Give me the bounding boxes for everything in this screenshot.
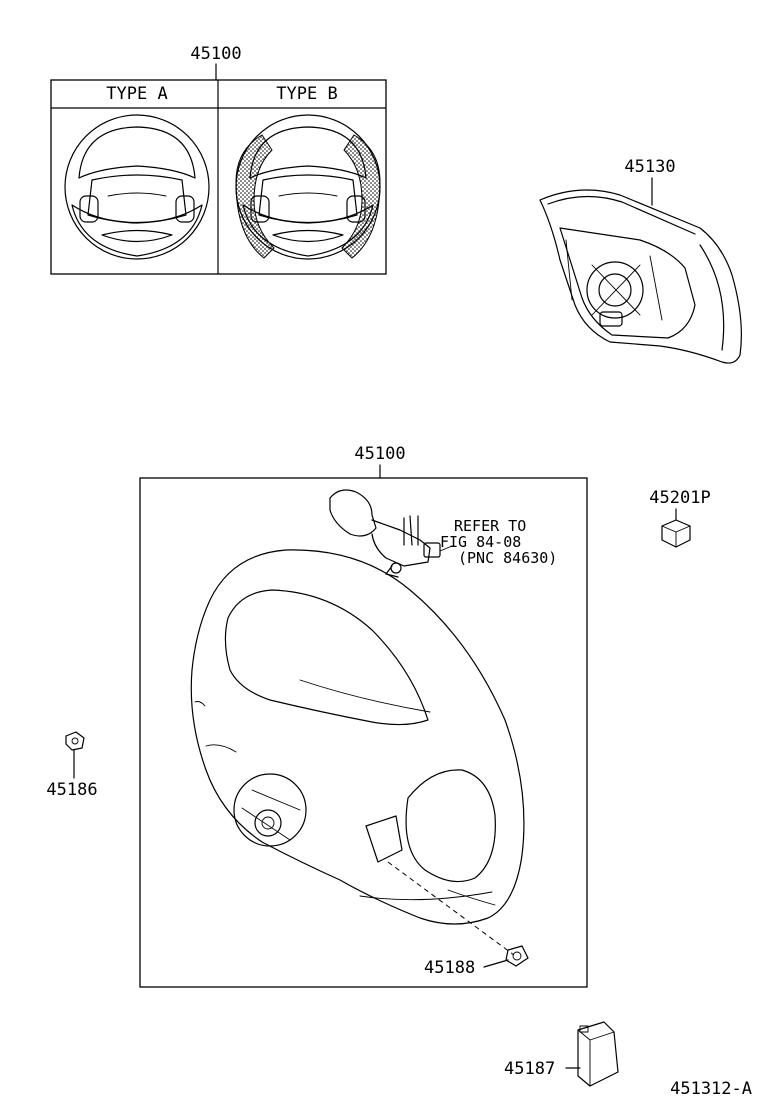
refer-note-line-2: FIG 84-08 [440,533,521,551]
figure-id: 451312-A [670,1079,752,1099]
screw-45188 [505,945,529,967]
refer-note-line-3: (PNC 84630) [458,549,557,567]
steering-switch [329,489,453,578]
steering-wheel [190,549,525,925]
callout-main-assembly: 45100 [354,444,405,464]
callout-left-part: 45186 [46,780,97,800]
screw-guide-line [387,861,515,956]
airbag-pad [539,189,742,364]
part-45186 [65,731,85,751]
leader-screw [483,959,509,968]
callout-cover: 45187 [504,1059,555,1079]
type-b-wheel [235,114,381,260]
type-a-wheel [64,114,210,260]
refer-note-line-1: REFER TO [454,517,526,535]
type-b-header: TYPE B [276,84,337,104]
callout-nut: 45201P [649,488,710,508]
callout-top-assembly: 45100 [190,44,241,64]
main-assembly-frame [139,477,588,988]
nut-45201p [661,519,691,548]
type-a-header: TYPE A [106,84,167,104]
callout-pad: 45130 [624,157,675,177]
callout-screw: 45188 [424,958,475,978]
cover-45187 [577,1021,619,1087]
